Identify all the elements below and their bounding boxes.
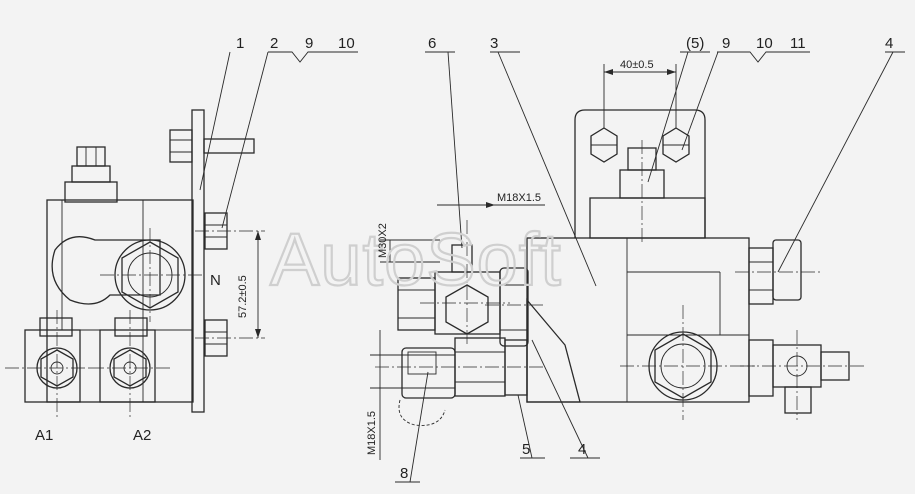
flange-nut-left [590, 127, 618, 163]
mounting-plate [191, 109, 205, 413]
callout-10-left: 10 [338, 35, 355, 52]
inclined-body [526, 298, 581, 403]
callout-3: 3 [490, 35, 498, 52]
port-label-a2: A2 [133, 427, 151, 444]
dim-thread-m30: M30X2 [377, 223, 389, 258]
callout-2: 2 [270, 35, 278, 52]
callout-10-right: 10 [756, 35, 773, 52]
callout-4-bottom: 4 [578, 441, 586, 458]
dust-cap-8 [401, 347, 456, 399]
callout-1: 1 [236, 35, 244, 52]
dim-thread-top: M18X1.5 [497, 192, 541, 204]
left-valve-body [46, 199, 194, 403]
callout-5-bottom: 5 [522, 441, 530, 458]
dim-bolt-pitch: 57.2±0.5 [237, 275, 249, 318]
callout-9-left: 9 [305, 35, 313, 52]
left-view [5, 109, 265, 420]
leader-lines [199, 51, 905, 483]
flange-nut-right [662, 127, 690, 163]
dim-thread-bottom: M18X1.5 [366, 411, 378, 455]
callout-6: 6 [428, 35, 436, 52]
watermark: AutoSoft [270, 218, 562, 301]
callout-5-bracket: (5) [686, 35, 704, 52]
front-view [370, 64, 865, 460]
port-label-n: N [210, 272, 221, 289]
callout-8: 8 [400, 465, 408, 482]
dim-spacing: 40±0.5 [620, 59, 654, 71]
callout-11: 11 [790, 35, 806, 52]
callout-4-top: 4 [885, 35, 893, 52]
port-label-a1: A1 [35, 427, 53, 444]
callout-9-right: 9 [722, 35, 730, 52]
